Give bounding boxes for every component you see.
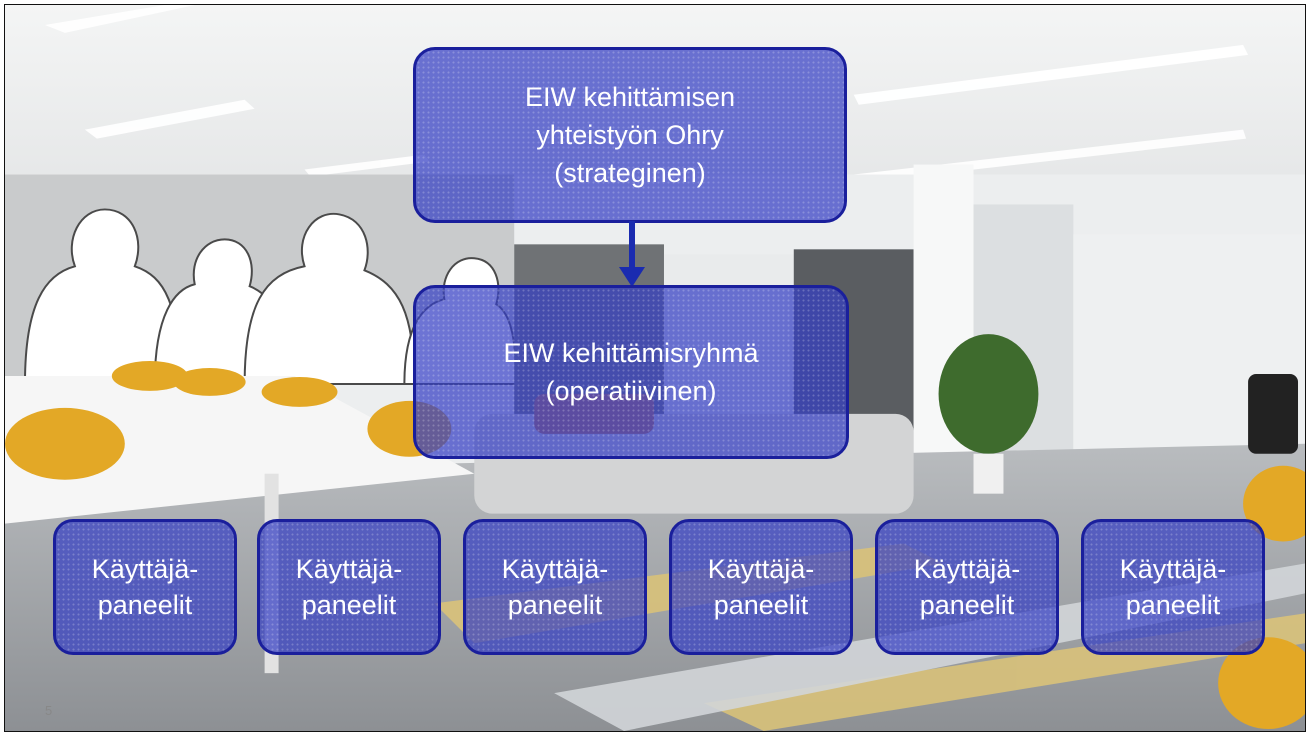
panel-text-line: Käyttäjä-: [913, 554, 1021, 584]
slide: EIW kehittämisen yhteistyön Ohry (strate…: [4, 4, 1306, 732]
slide-number: 5: [45, 703, 53, 718]
user-panel-box-2: Käyttäjä- paneelit: [257, 519, 441, 655]
panel-text-line: Käyttäjä-: [295, 554, 403, 584]
user-panel-box-5: Käyttäjä- paneelit: [875, 519, 1059, 655]
user-panel-box-3: Käyttäjä- paneelit: [463, 519, 647, 655]
development-group-box: EIW kehittämisryhmä (operatiivinen): [413, 285, 849, 459]
panel-text-line: paneelit: [1125, 590, 1221, 620]
box-text-line: (strateginen): [554, 158, 706, 188]
box-text-line: EIW kehittämisryhmä: [503, 338, 759, 368]
user-panel-box-4: Käyttäjä- paneelit: [669, 519, 853, 655]
panel-text-line: paneelit: [97, 590, 193, 620]
box-text-line: EIW kehittämisen: [524, 82, 736, 112]
panel-text-line: Käyttäjä-: [707, 554, 815, 584]
panel-text-line: Käyttäjä-: [501, 554, 609, 584]
panel-text-line: paneelit: [713, 590, 809, 620]
down-arrow-connector: [619, 221, 645, 287]
box-text-line: yhteistyön Ohry: [536, 120, 724, 150]
panel-text-line: paneelit: [507, 590, 603, 620]
panel-text-line: Käyttäjä-: [91, 554, 199, 584]
box-text-line: (operatiivinen): [545, 376, 717, 406]
user-panel-box-1: Käyttäjä- paneelit: [53, 519, 237, 655]
panel-text-line: paneelit: [301, 590, 397, 620]
strategic-steering-group-box: EIW kehittämisen yhteistyön Ohry (strate…: [413, 47, 847, 223]
panel-text-line: Käyttäjä-: [1119, 554, 1227, 584]
user-panel-box-6: Käyttäjä- paneelit: [1081, 519, 1265, 655]
panel-text-line: paneelit: [919, 590, 1015, 620]
office-background-photo: [5, 5, 1305, 731]
